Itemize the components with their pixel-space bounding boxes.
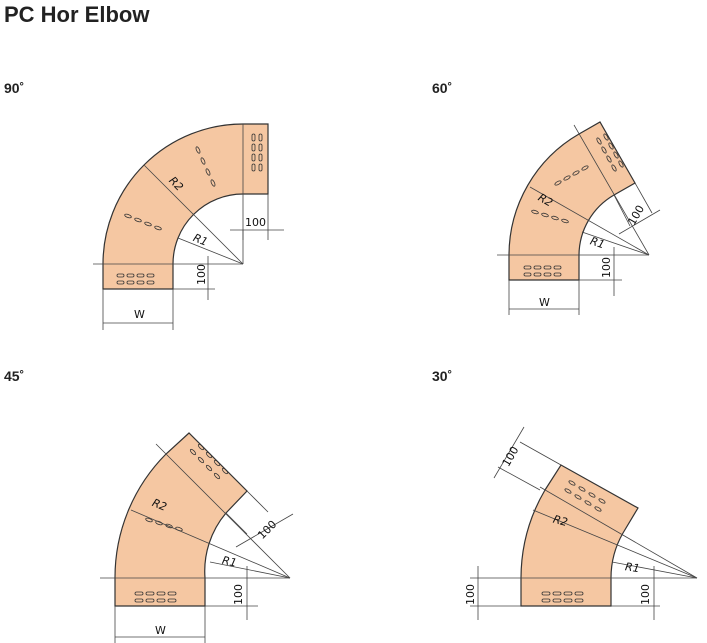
elbow-45-dim-100-angled: 100 — [255, 518, 279, 542]
angle-label-90: 90˚ — [4, 80, 25, 96]
elbow-60-r1-label: R1 — [588, 234, 606, 251]
elbow-90-slots — [116, 133, 263, 285]
elbow-90-width-label: W — [134, 308, 145, 321]
elbow-90-r1-label: R1 — [191, 231, 209, 249]
elbow-60-body — [508, 121, 636, 281]
elbow-60-dim-100-angled: 100 — [625, 203, 647, 228]
elbow-30-body — [520, 464, 639, 607]
elbow-30-dim-100-left: 100 — [464, 584, 477, 605]
elbow-30-diagram: R2 R1 100 100 100 — [464, 426, 698, 620]
elbow-45-dim-100-vertical: 100 — [232, 584, 245, 605]
page-title: PC Hor Elbow — [4, 2, 150, 27]
elbow-60-width-label: W — [539, 296, 550, 309]
elbow-30-dim-100-angled: 100 — [500, 444, 522, 469]
elbow-90-diagram: R2 R1 100 100 W — [93, 123, 284, 330]
elbow-90-dim-100-horizontal: 100 — [245, 216, 266, 229]
elbow-45-width-label: W — [155, 624, 166, 637]
elbow-60-diagram: R2 R1 100 100 W — [497, 121, 661, 315]
elbow-90-dim-100-vertical: 100 — [195, 264, 208, 285]
elbow-45-diagram: R2 R1 100 100 W — [100, 432, 294, 643]
angle-label-60: 60˚ — [432, 80, 453, 96]
elbow-45-slots — [134, 443, 229, 603]
elbow-30-r1-label: R1 — [624, 560, 640, 575]
angle-label-45: 45˚ — [4, 368, 25, 384]
angle-label-30: 30˚ — [432, 368, 453, 384]
elbow-45-r1-label: R1 — [221, 554, 238, 570]
elbow-30-dim-100-right: 100 — [639, 584, 652, 605]
elbow-60-dimension-lines — [497, 124, 661, 315]
elbow-90-dimension-lines — [93, 124, 284, 330]
elbow-60-dim-100-vertical: 100 — [600, 257, 613, 278]
elbow-60-r2-label: R2 — [536, 191, 555, 210]
elbow-30-r2-label: R2 — [552, 513, 570, 529]
elbow-30-dimension-lines — [470, 426, 698, 620]
elbow-45-r2-label: R2 — [150, 496, 168, 514]
elbow-45-dimension-lines — [100, 443, 294, 643]
elbow-60-slots — [523, 133, 624, 277]
elbow-45-body — [114, 432, 248, 607]
elbow-30-slots — [541, 480, 606, 603]
